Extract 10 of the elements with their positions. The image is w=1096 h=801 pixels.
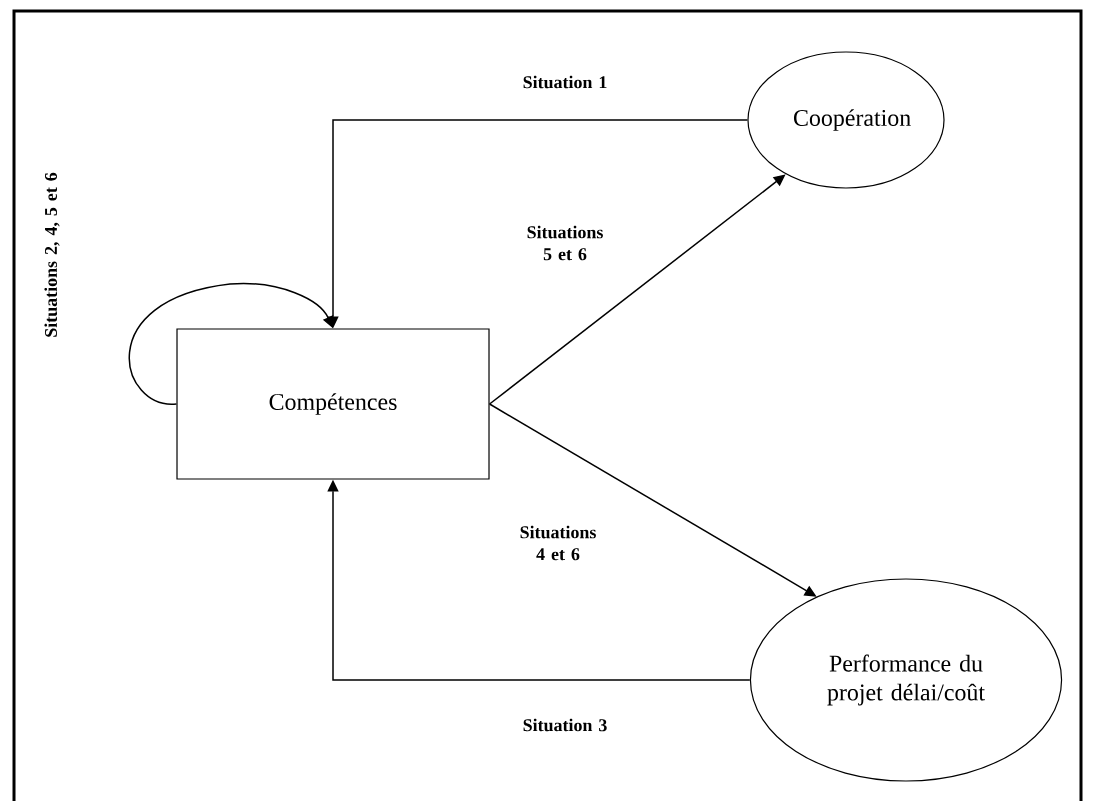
ellipse-node: Coopération (747, 51, 945, 189)
arrow (488, 174, 786, 405)
arrow (128, 282, 334, 405)
ellipse-node: Performance du projet délai/coût (749, 578, 1063, 782)
process-box: Compétences (176, 328, 490, 480)
edge-label: Situations 2, 4, 5 et 6 (44, 172, 60, 337)
edge-label: Situations 5 et 6 (527, 225, 603, 261)
edge-label: Situation 3 (523, 718, 607, 732)
edge-label: Situations 4 et 6 (520, 525, 596, 561)
edge-label: Situation 1 (523, 75, 607, 89)
